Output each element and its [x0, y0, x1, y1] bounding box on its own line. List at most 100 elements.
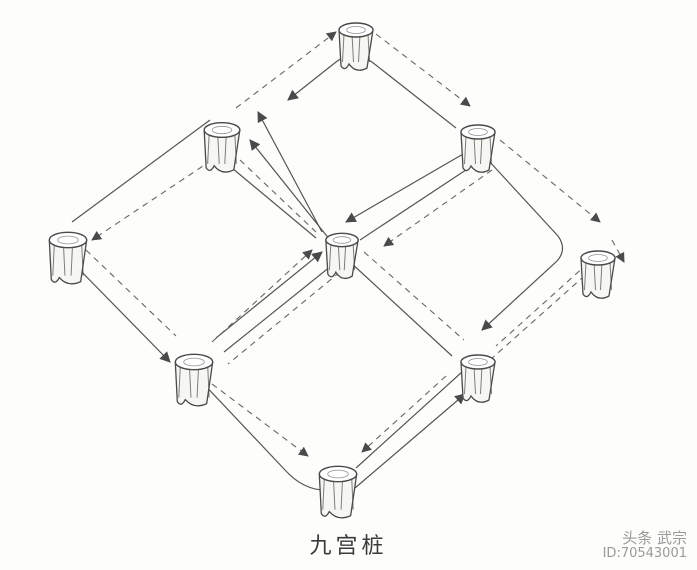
bark-line: [178, 365, 181, 398]
path-line: [215, 251, 323, 339]
stump-top: [48, 231, 88, 249]
bark-line: [600, 261, 603, 291]
bark-line: [473, 135, 476, 165]
stump-upper-left: [203, 121, 241, 173]
stump-ring: [346, 26, 366, 34]
bark-line: [207, 133, 210, 164]
bark-line: [328, 243, 332, 271]
stump-lower-left: [174, 353, 214, 407]
bark-line: [367, 33, 370, 63]
stump-ring: [327, 469, 349, 479]
path-dash: [375, 33, 471, 107]
stump-top: [318, 465, 358, 483]
stump-ring: [332, 236, 352, 244]
path-line: [359, 161, 479, 241]
stump-right: [580, 250, 616, 299]
path-line: [257, 111, 323, 233]
stump-ring: [183, 357, 205, 367]
path-line: [249, 139, 331, 241]
stump-lower-right: [460, 354, 496, 403]
stump-body: [318, 473, 358, 519]
bark-line: [332, 477, 336, 510]
bark-line: [207, 365, 210, 398]
stump-left: [48, 231, 88, 285]
bark-line: [62, 243, 66, 276]
bark-line: [609, 261, 612, 291]
stump-body: [580, 257, 616, 299]
stumps: [48, 22, 616, 519]
stump-body: [203, 129, 241, 173]
bark-line: [480, 135, 483, 165]
stump-top: [580, 250, 616, 266]
stump-body: [460, 361, 496, 403]
path-line: [71, 261, 171, 363]
bark-line: [358, 33, 361, 63]
stump-upper-right: [460, 124, 496, 173]
stump-body: [174, 361, 214, 407]
stump-body: [460, 131, 496, 173]
stump-top: [338, 22, 374, 71]
bark-line: [480, 365, 483, 395]
path-dash: [361, 375, 447, 453]
bark-line: [584, 261, 587, 291]
path-line: [354, 393, 466, 489]
path-dash: [499, 139, 601, 223]
path-line: [355, 371, 463, 469]
stump-top: [174, 353, 214, 371]
path-dash: [495, 255, 597, 347]
bark-line: [337, 243, 341, 271]
bark-line: [234, 133, 237, 164]
watermark-brand: 头条 武宗: [622, 529, 687, 547]
path-line: [287, 55, 457, 129]
bark-line: [489, 365, 492, 395]
stump-center: [325, 232, 359, 280]
path-line: [199, 379, 331, 491]
bark-line: [217, 133, 220, 164]
stump-bottom: [318, 465, 358, 519]
bark-line: [351, 33, 354, 63]
path-dash: [363, 251, 465, 341]
path-line: [345, 149, 471, 223]
bark-line: [224, 133, 227, 164]
bark-line: [489, 135, 492, 165]
bark-line: [342, 33, 345, 63]
stump-top: [460, 124, 496, 140]
stump-ring: [57, 235, 79, 245]
path-dash: [235, 31, 337, 109]
stump-ring: [588, 254, 608, 262]
path-dash: [239, 159, 317, 233]
bark-line: [70, 243, 74, 276]
watermark: 头条 武宗 ID:70543001: [603, 530, 687, 562]
bark-line: [52, 243, 55, 276]
bark-line: [196, 365, 200, 398]
stump-ring: [468, 358, 488, 366]
stump-top: [203, 121, 241, 139]
stump-body: [48, 239, 88, 285]
path-line: [71, 119, 211, 223]
bark-line: [81, 243, 84, 276]
path-line: [349, 261, 453, 357]
stump-ring: [468, 128, 488, 136]
bark-line: [473, 365, 476, 395]
bark-line: [464, 135, 467, 165]
bark-line: [352, 243, 356, 271]
bark-line: [322, 477, 325, 510]
path-dash: [227, 271, 341, 365]
stump-body: [325, 239, 359, 280]
path-dash: [211, 249, 313, 343]
path-dash: [85, 249, 177, 337]
stump-ring: [211, 125, 233, 135]
path-line: [481, 159, 564, 331]
path-dash: [383, 169, 493, 247]
solid-paths: [71, 55, 564, 491]
diagram-caption: 九宫桩: [309, 534, 388, 559]
bark-line: [340, 477, 344, 510]
watermark-id: ID:70543001: [602, 546, 687, 561]
bark-line: [593, 261, 596, 291]
bark-line: [464, 365, 467, 395]
path-dash: [611, 239, 625, 263]
bark-line: [343, 243, 347, 271]
stump-body: [338, 29, 374, 71]
